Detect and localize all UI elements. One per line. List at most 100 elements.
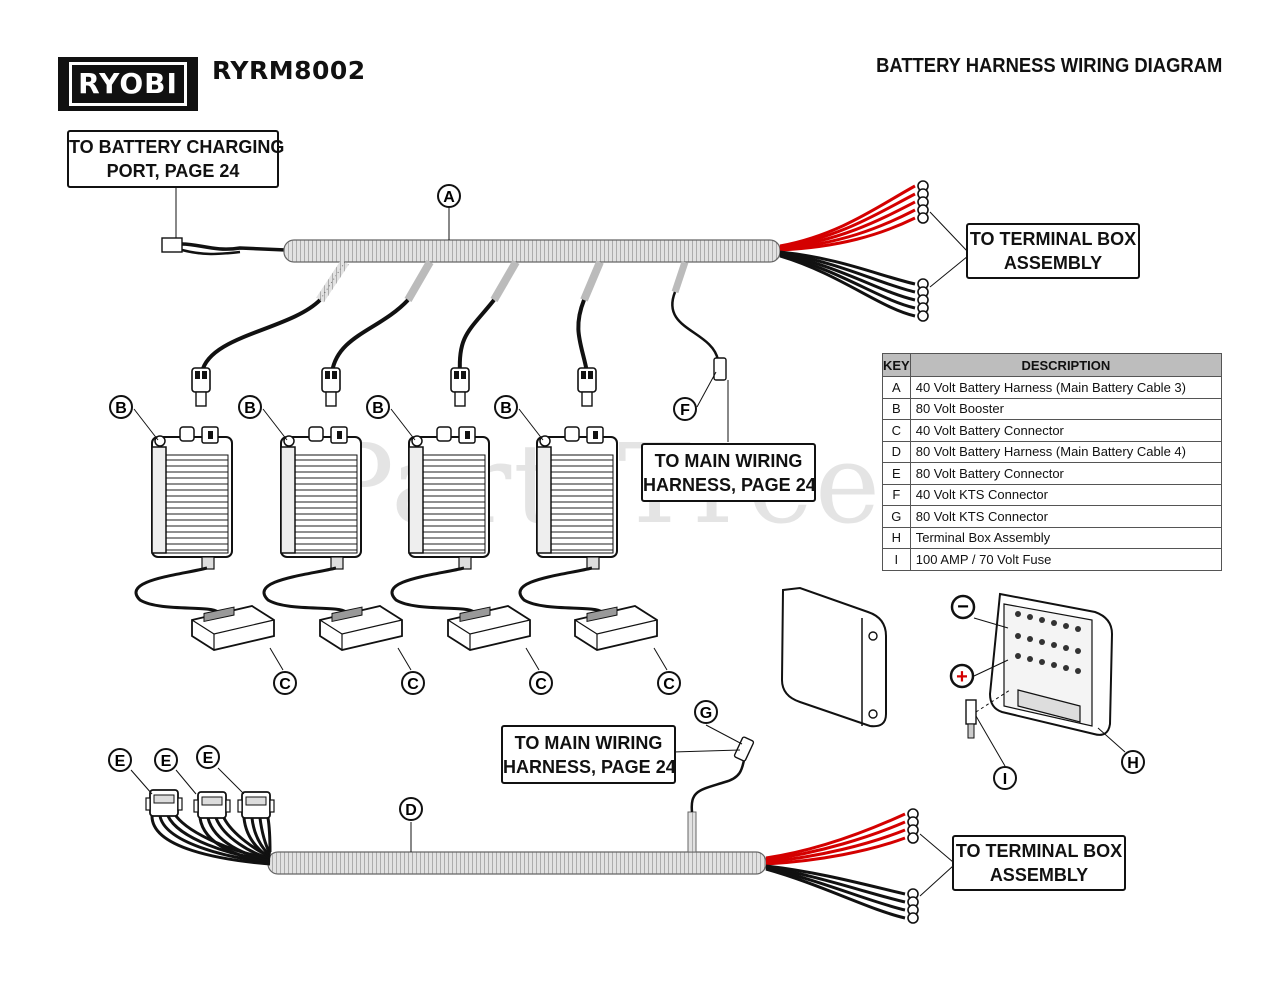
harness-d-ring-terminals <box>907 808 919 924</box>
callout-line: TO TERMINAL BOX <box>969 229 1137 249</box>
svg-text:I: I <box>1003 771 1007 788</box>
ryobi-logo: RYOBI <box>58 57 198 111</box>
callout-terminal-box-top: TO TERMINAL BOX ASSEMBLY <box>966 223 1140 279</box>
callout-line: TO BATTERY CHARGING <box>69 137 285 157</box>
label-g: G <box>694 700 718 724</box>
description-cell: 40 Volt Battery Connector <box>909 419 1223 442</box>
booster-3 <box>408 426 490 570</box>
key-cell: D <box>882 440 911 463</box>
battery-connector-2 <box>319 605 403 651</box>
callout-line: PORT, PAGE 24 <box>106 161 240 181</box>
harness-d-red-wires <box>765 812 906 866</box>
callout-line: ASSEMBLY <box>1003 253 1103 273</box>
label-a: A <box>437 184 461 208</box>
negative-terminal-icon: − <box>950 594 976 620</box>
callout-line: TO MAIN WIRING <box>654 450 803 471</box>
harness-a <box>161 180 969 442</box>
battery-connector-4 <box>574 605 658 651</box>
description-cell: 80 Volt Battery Connector <box>909 462 1223 485</box>
svg-text:B: B <box>372 400 384 417</box>
battery-connector-1 <box>191 605 275 651</box>
harness-a-conduit <box>283 239 781 263</box>
column-header-key: KEY <box>882 353 911 377</box>
key-cell: I <box>882 548 911 571</box>
harness-d-black-wires <box>765 864 906 920</box>
svg-text:C: C <box>407 676 419 693</box>
svg-text:F: F <box>680 402 690 419</box>
harness-a-ring-terminals <box>917 180 929 322</box>
harness-d-conduit <box>267 851 767 875</box>
callout-main-wiring-f: TO MAIN WIRING HARNESS, PAGE 24 <box>641 443 816 502</box>
table-header-row: KEY DESCRIPTION <box>882 353 1223 377</box>
svg-text:C: C <box>279 676 291 693</box>
key-cell: G <box>882 505 911 528</box>
svg-text:E: E <box>115 753 126 770</box>
svg-text:H: H <box>1127 755 1139 772</box>
diagram-title: BATTERY HARNESS WIRING DIAGRAM <box>875 55 1222 77</box>
svg-text:E: E <box>161 753 172 770</box>
label-e-1: E <box>108 748 132 772</box>
label-b-3: B <box>366 395 390 419</box>
battery-connector-3 <box>447 605 531 651</box>
svg-text:D: D <box>405 802 417 819</box>
kts-connector-g <box>733 736 755 762</box>
label-b-4: B <box>494 395 518 419</box>
terminal-box-assembly <box>965 592 1126 767</box>
callout-main-wiring-g: TO MAIN WIRING HARNESS, PAGE 24 <box>501 725 676 784</box>
key-cell: C <box>882 419 911 442</box>
description-cell: 40 Volt KTS Connector <box>909 483 1223 506</box>
harness-a-black-wires <box>779 250 916 318</box>
label-b-1: B <box>109 395 133 419</box>
booster-1 <box>151 426 233 570</box>
label-c-3: C <box>529 671 553 695</box>
label-e-2: E <box>154 748 178 772</box>
label-c-1: C <box>273 671 297 695</box>
harness-a-red-wires <box>779 184 916 252</box>
label-f: F <box>673 397 697 421</box>
description-cell: 40 Volt Battery Harness (Main Battery Ca… <box>909 376 1223 399</box>
key-cell: F <box>882 483 911 506</box>
label-b-2: B <box>238 395 262 419</box>
svg-text:A: A <box>443 189 455 206</box>
description-cell: Terminal Box Assembly <box>909 526 1223 549</box>
terminal-box-cover <box>780 586 887 728</box>
svg-text:E: E <box>203 750 214 767</box>
positive-terminal-icon: + <box>949 663 975 689</box>
booster-group <box>133 367 668 671</box>
description-cell: 80 Volt KTS Connector <box>909 505 1223 528</box>
svg-text:C: C <box>535 676 547 693</box>
description-cell: 80 Volt Booster <box>909 397 1223 420</box>
label-c-4: C <box>657 671 681 695</box>
svg-text:+: + <box>956 666 968 688</box>
booster-2 <box>280 426 362 570</box>
callout-line: TO MAIN WIRING <box>514 732 663 753</box>
label-d: D <box>399 797 423 821</box>
description-cell: 80 Volt Battery Harness (Main Battery Ca… <box>909 440 1223 463</box>
e-connector-3 <box>237 791 275 819</box>
svg-text:C: C <box>663 676 675 693</box>
svg-text:G: G <box>700 705 712 722</box>
callout-charging-port: TO BATTERY CHARGING PORT, PAGE 24 <box>67 130 285 188</box>
column-header-description: DESCRIPTION <box>909 353 1223 377</box>
label-i: I <box>993 766 1017 790</box>
harness-d-e-wires <box>150 815 272 866</box>
label-c-2: C <box>401 671 425 695</box>
callout-line: TO TERMINAL BOX <box>955 841 1123 861</box>
key-cell: H <box>882 526 911 549</box>
callout-line: ASSEMBLY <box>989 865 1089 885</box>
booster-4 <box>536 426 618 570</box>
fuse <box>965 699 977 725</box>
callout-terminal-box-bottom: TO TERMINAL BOX ASSEMBLY <box>952 835 1126 891</box>
svg-text:B: B <box>500 400 512 417</box>
harness-d <box>130 724 954 924</box>
